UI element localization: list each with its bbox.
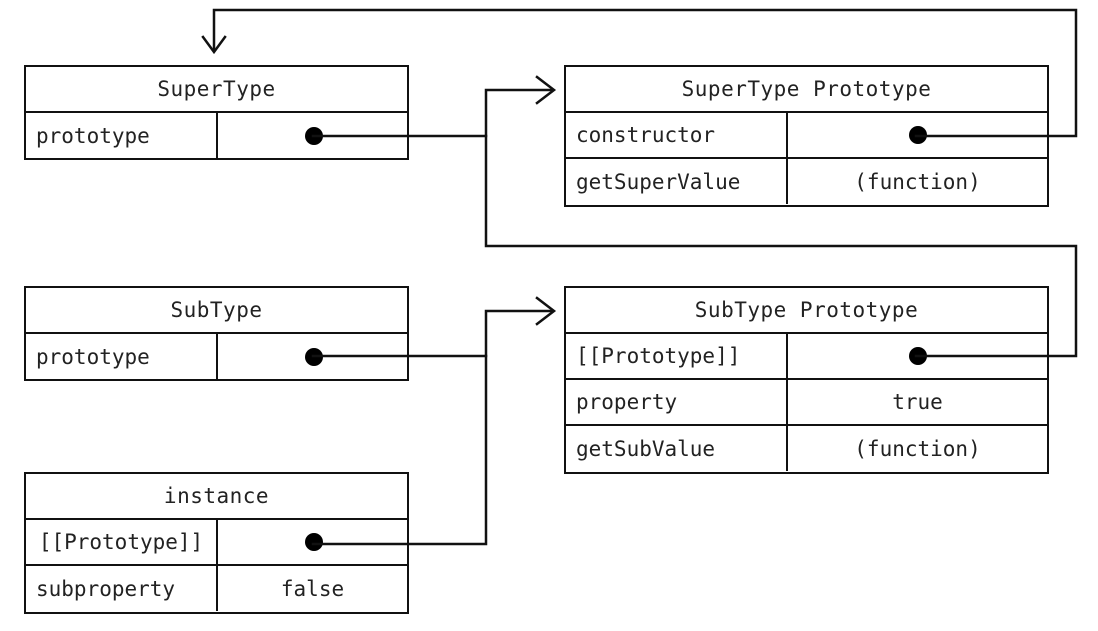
supertype-prototype-row-getsupervalue: getSuperValue (function): [566, 159, 1047, 204]
instance-row-prototype: [[Prototype]]: [26, 520, 407, 566]
supertype-prototype-getsupervalue-value: (function): [854, 169, 981, 194]
supertype-prototype-getsupervalue-key: getSuperValue: [566, 159, 788, 204]
supertype-prototype-title: SuperType Prototype: [566, 67, 1047, 113]
subtype-prototype-box: SubType Prototype [[Prototype]] property…: [564, 286, 1049, 474]
supertype-prototype-box: SuperType Prototype constructor getSuper…: [564, 65, 1049, 207]
subtype-prototype-key: prototype: [26, 334, 218, 379]
instance-box: instance [[Prototype]] subproperty false: [24, 472, 409, 614]
subtype-prototype-property-key: property: [566, 380, 788, 424]
instance-prototype-key: [[Prototype]]: [26, 520, 218, 564]
subtype-prototype-prototype-value: [788, 334, 1047, 378]
arrowhead-icon: [201, 35, 227, 55]
supertype-row-prototype: prototype: [26, 113, 407, 158]
supertype-prototype-key: prototype: [26, 113, 218, 158]
subtype-prototype-property-value: true: [892, 390, 943, 414]
supertype-prototype-constructor-key: constructor: [566, 113, 788, 157]
pointer-dot-icon: [909, 126, 927, 144]
supertype-prototype-row-constructor: constructor: [566, 113, 1047, 159]
instance-subproperty-key: subproperty: [26, 566, 218, 611]
instance-subproperty-value: false: [280, 576, 345, 601]
arrowhead-icon: [535, 296, 557, 326]
pointer-dot-icon: [305, 533, 323, 551]
pointer-dot-icon: [909, 347, 927, 365]
subtype-prototype-getsubvalue-value: (function): [854, 436, 981, 461]
subtype-title: SubType: [26, 288, 407, 334]
subtype-prototype-getsubvalue-key: getSubValue: [566, 426, 788, 471]
instance-title: instance: [26, 474, 407, 520]
instance-prototype-value: [218, 520, 407, 564]
subtype-prototype-row-prototype: [[Prototype]]: [566, 334, 1047, 380]
instance-row-subproperty: subproperty false: [26, 566, 407, 611]
subtype-prototype-value: [218, 334, 407, 379]
supertype-title: SuperType: [26, 67, 407, 113]
supertype-prototype-value: [218, 113, 407, 158]
pointer-dot-icon: [305, 347, 323, 366]
subtype-prototype-title: SubType Prototype: [566, 288, 1047, 334]
arrowhead-icon: [535, 75, 557, 105]
supertype-prototype-constructor-value: [788, 113, 1047, 157]
subtype-prototype-row-property: property true: [566, 380, 1047, 426]
subtype-box: SubType prototype: [24, 286, 409, 381]
supertype-box: SuperType prototype: [24, 65, 409, 160]
subtype-row-prototype: prototype: [26, 334, 407, 379]
subtype-prototype-prototype-key: [[Prototype]]: [566, 334, 788, 378]
subtype-prototype-row-getsubvalue: getSubValue (function): [566, 426, 1047, 471]
pointer-dot-icon: [305, 126, 323, 145]
